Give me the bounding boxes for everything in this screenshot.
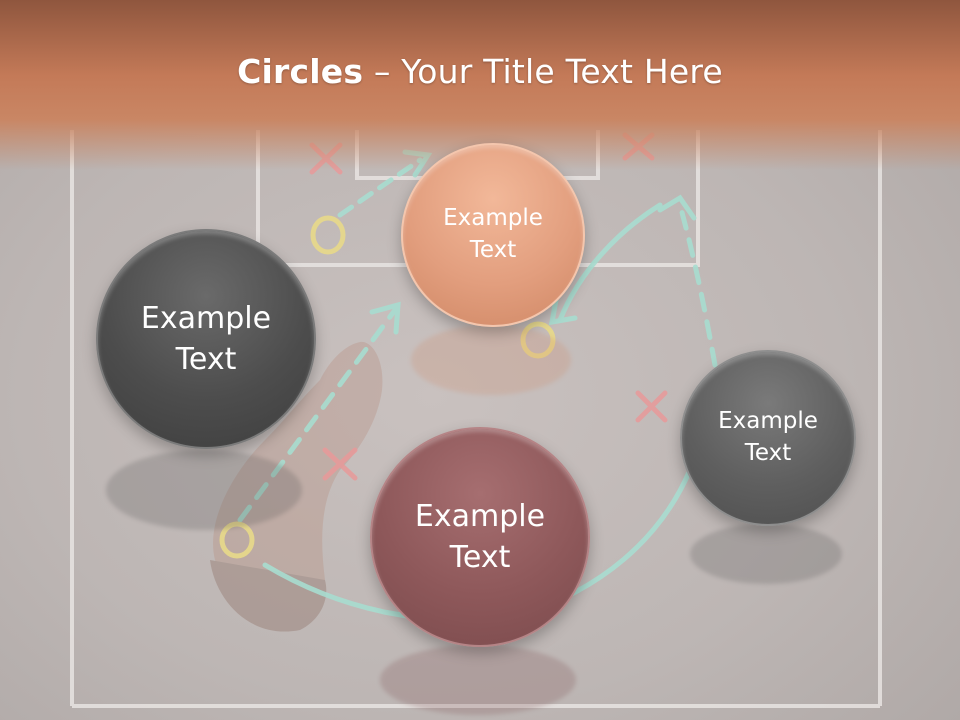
circle-label: Example Text bbox=[443, 205, 543, 263]
circle-maroon-bottom[interactable]: Example Text bbox=[370, 427, 590, 647]
circle-reflection bbox=[380, 645, 576, 715]
title-rest-part: – Your Title Text Here bbox=[363, 52, 723, 91]
circle-label: Example Text bbox=[140, 300, 272, 377]
title-bold-part: Circles bbox=[237, 52, 364, 91]
circle-dark-left[interactable]: Example Text bbox=[96, 229, 316, 449]
circle-reflection bbox=[411, 325, 571, 395]
circle-label: Example Text bbox=[718, 408, 818, 466]
slide-title[interactable]: Circles – Your Title Text Here bbox=[0, 52, 960, 91]
circle-label: Example Text bbox=[414, 498, 546, 575]
circle-gray-right[interactable]: Example Text bbox=[680, 350, 856, 526]
hand-figure bbox=[210, 341, 383, 632]
circle-reflection bbox=[690, 524, 842, 584]
circle-peach-top[interactable]: Example Text bbox=[401, 143, 585, 327]
circle-reflection bbox=[106, 450, 302, 530]
chalk-o-marks bbox=[219, 215, 556, 559]
title-banner bbox=[0, 0, 960, 170]
